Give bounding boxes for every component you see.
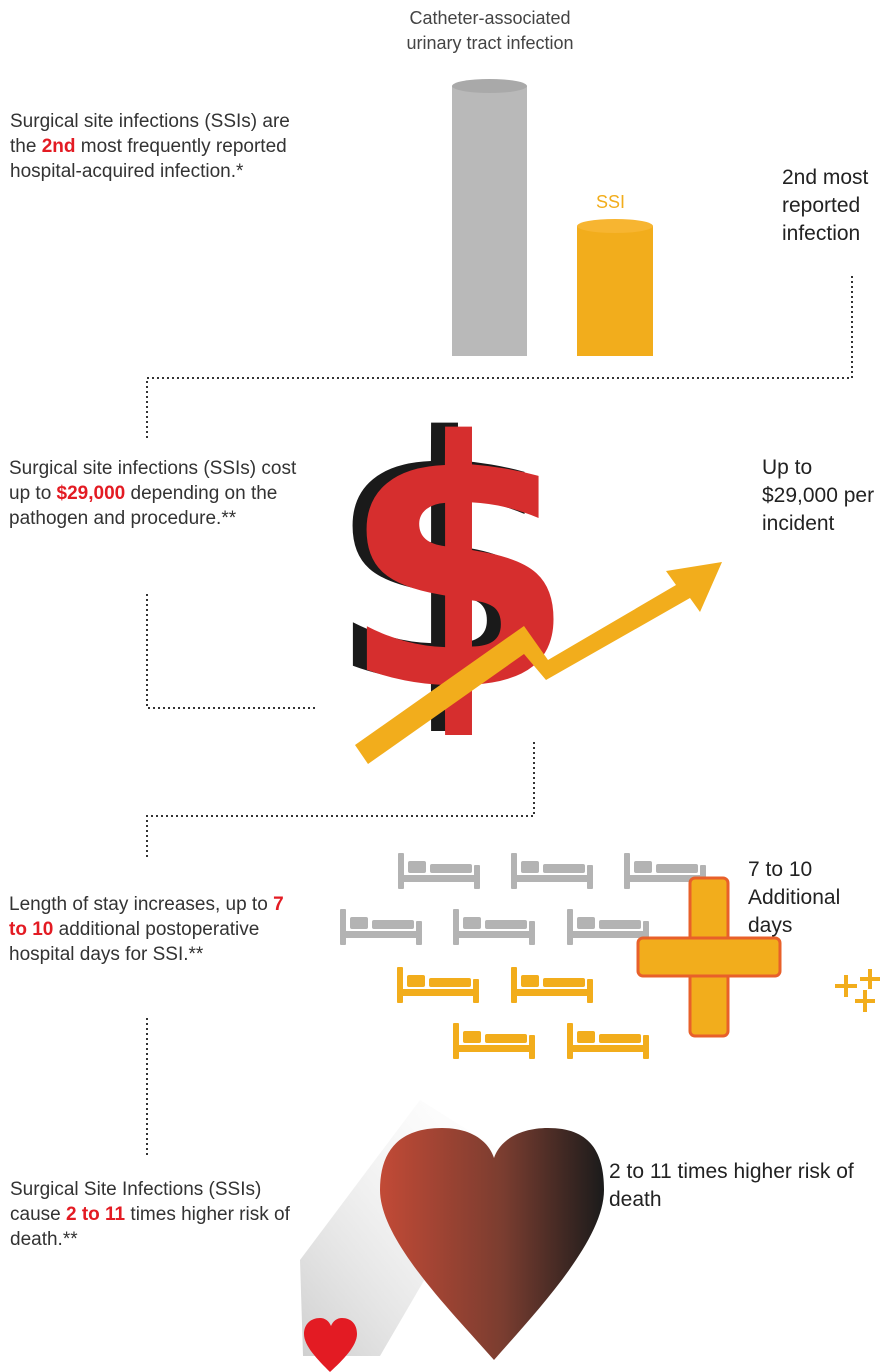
bar-comparison [146, 79, 853, 440]
section4-highlight: 2 to 11 [65, 1204, 126, 1225]
section4-side-label: 2 to 11 times higher risk of death [609, 1160, 854, 1211]
section1-suffix: most frequently reported hospital-acquir… [10, 136, 287, 182]
section1-highlight: 2nd [41, 136, 76, 157]
section2-suffix: depending on the pathogen and procedure.… [9, 483, 278, 529]
section2-prefix: Surgical site infections (SSIs) cost up … [9, 458, 297, 504]
section4-prefix: Surgical Site Infections (SSIs) cause [10, 1179, 262, 1225]
small-heart-icon [304, 1318, 357, 1372]
dollar-shadow: $ [326, 366, 563, 762]
section2-side-label: Up to $29,000 per incident [762, 456, 875, 535]
section3-side-label: 7 to 10 Additional days [748, 858, 841, 937]
section3-prefix: Length of stay increases, up to [9, 894, 274, 915]
section2-text: Surgical site infections (SSIs) cost up … [9, 456, 309, 531]
ssi-label: SSI [596, 192, 626, 212]
cauti-bar [452, 86, 527, 356]
section4-suffix: times higher risk of death.** [10, 1204, 290, 1250]
section1-prefix: Surgical site infections (SSIs) are the [10, 111, 290, 157]
small-plus-icons [835, 969, 880, 1012]
section3-highlight: 7 to 10 [9, 894, 284, 940]
section3-suffix: additional postoperative hospital days f… [9, 919, 260, 965]
section1-text: Surgical site infections (SSIs) are the … [10, 109, 320, 184]
section4-text: Surgical Site Infections (SSIs) cause 2 … [10, 1177, 300, 1252]
cauti-label: Catheter-associated urinary tract infect… [406, 8, 574, 53]
ssi-bar [577, 226, 653, 356]
plus-icon [636, 876, 782, 1038]
section3-text: Length of stay increases, up to 7 to 10 … [9, 892, 289, 967]
big-heart-icon [380, 1128, 604, 1360]
section1-side-label: 2nd most reported infection [782, 166, 869, 245]
section2-highlight: $29,000 [56, 483, 126, 504]
